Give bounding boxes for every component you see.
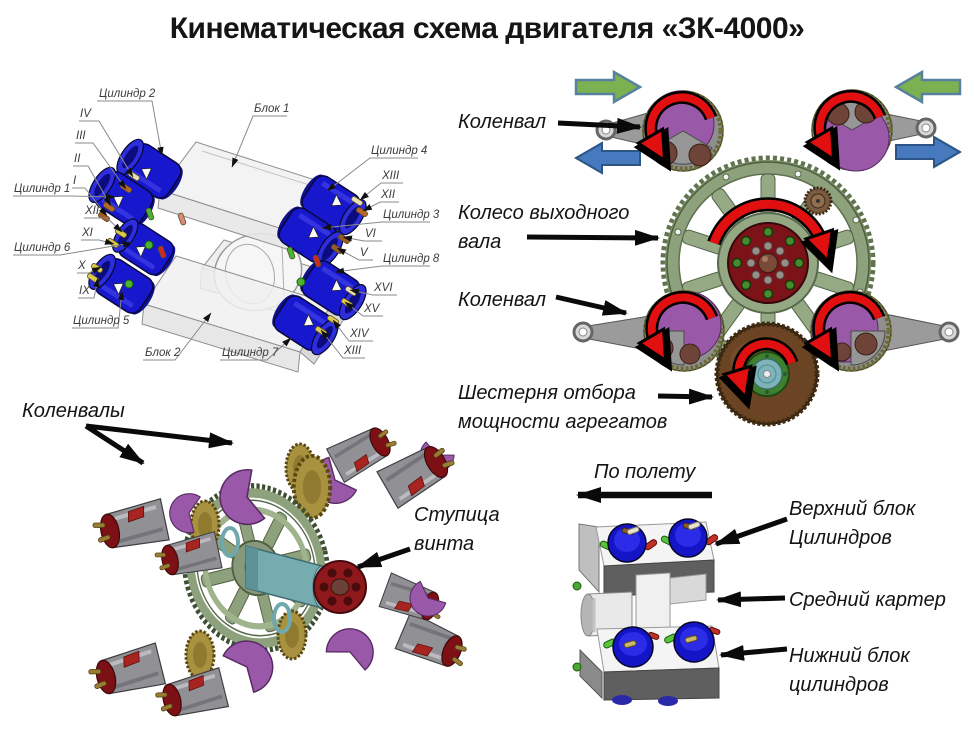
engine-layout-figure <box>572 518 721 706</box>
crankshafts-arrow-icon <box>84 423 145 466</box>
callout-iv: IV <box>80 108 92 120</box>
rotation-arrow-icon <box>709 199 835 265</box>
crankshaft-top-label: Коленвал <box>458 111 547 133</box>
callout-v-right: V <box>360 247 369 259</box>
callout-cylinder5: Цилиндр 5 <box>73 315 130 327</box>
annotation-arrows <box>84 117 788 661</box>
callout-xiv-right: XIV <box>349 328 370 340</box>
output-wheel-arrow-icon <box>526 229 660 246</box>
callout-xii-right: XII <box>380 189 396 201</box>
crank-cylinder <box>88 496 172 557</box>
callout-cylinder3: Цилиндр 3 <box>383 209 440 221</box>
callout-i: I <box>73 175 77 187</box>
crankshaft-top-arrow-icon <box>557 117 642 134</box>
rotation-arrows <box>633 90 887 410</box>
callout-vi-right: VI <box>365 228 377 240</box>
hub-arrow-icon <box>356 546 411 570</box>
crankshafts-arrow-icon <box>85 423 234 449</box>
pto-gear-arrow-icon <box>657 388 714 405</box>
crankshaft-bottom-label: Коленвал <box>458 289 547 311</box>
cylinder-block-figure: Цилиндр 2 Блок 1 IV III II I Цилиндр 1 X… <box>13 88 440 373</box>
upper-block-label: Верхний блок Цилиндров <box>789 498 916 549</box>
callout-xiii-right-bottom: XIII <box>343 345 362 357</box>
crankshaft-nose <box>580 591 633 637</box>
direction-arrow-blue-left-icon <box>573 141 641 175</box>
rotation-arrow-icon <box>636 293 716 364</box>
callout-xvi-right: XVI <box>373 282 393 294</box>
valve-pegs <box>86 170 369 337</box>
middle-crankcase-body <box>635 572 671 633</box>
callout-block1: Блок 1 <box>254 103 289 115</box>
lower-block-label: Нижний блок цилиндров <box>789 645 910 696</box>
upper-cylinder-bank <box>599 518 719 563</box>
propeller-hub <box>313 560 367 614</box>
callout-xii-left: XII <box>84 205 100 217</box>
flight-direction-label: По полету <box>594 461 696 483</box>
rotation-arrow-icon <box>803 293 883 364</box>
propeller-hub-label: Ступица винта <box>414 504 500 555</box>
direction-arrow-green-right-icon <box>574 69 643 105</box>
pto-gear-label: Шестерня отбора мощности агрегатов <box>458 382 668 433</box>
middle-crankcase-arrow-icon <box>716 591 786 608</box>
rotation-arrow-icon <box>721 339 796 401</box>
callout-ii: II <box>74 153 81 165</box>
callout-x-left: X <box>77 260 87 272</box>
lower-block-arrow-icon <box>719 644 788 661</box>
pinion-gear <box>803 186 833 216</box>
callout-ix-left: IX <box>79 285 91 297</box>
page-title: Кинематическая схема двигателя «ЗК-4000» <box>169 12 805 45</box>
callout-cylinder2: Цилиндр 2 <box>99 88 156 100</box>
callout-cylinder8: Цилиндр 8 <box>383 253 440 265</box>
output-wheel-label: Колесо выходного вала <box>458 202 630 253</box>
rotation-arrow-icon <box>635 93 715 164</box>
crankshaft-bottom-arrow-icon <box>555 294 628 316</box>
callout-xv-right: XV <box>363 303 381 315</box>
callout-labels: Цилиндр 2 Блок 1 IV III II I Цилиндр 1 X… <box>14 88 440 359</box>
direction-arrow-green-left-icon <box>893 69 962 105</box>
direction-arrow-blue-right-icon <box>895 135 963 169</box>
callout-cylinder6: Цилиндр 6 <box>14 242 71 254</box>
upper-block-arrow-icon <box>714 516 788 547</box>
callout-xiii-right-top: XIII <box>381 170 400 182</box>
lower-cylinder-bank <box>603 621 721 668</box>
gear-train-figure <box>572 69 963 427</box>
crankshafts-label: Коленвалы <box>22 400 125 422</box>
callout-leaders <box>13 100 430 361</box>
callout-cylinder4: Цилиндр 4 <box>371 145 427 157</box>
crankshafts-figure <box>83 416 476 725</box>
callout-xi-left: XI <box>81 227 94 239</box>
callout-block2: Блок 2 <box>145 347 181 359</box>
crank-cylinder <box>83 641 168 704</box>
callout-cylinder7: Цилиндр 7 <box>222 347 279 359</box>
middle-crankcase-label: Средний картер <box>789 589 946 611</box>
rotation-arrow-icon <box>804 92 884 163</box>
callout-iii: III <box>76 130 86 142</box>
crank-cylinder <box>393 609 476 678</box>
callout-cylinder1: Цилиндр 1 <box>14 183 70 195</box>
